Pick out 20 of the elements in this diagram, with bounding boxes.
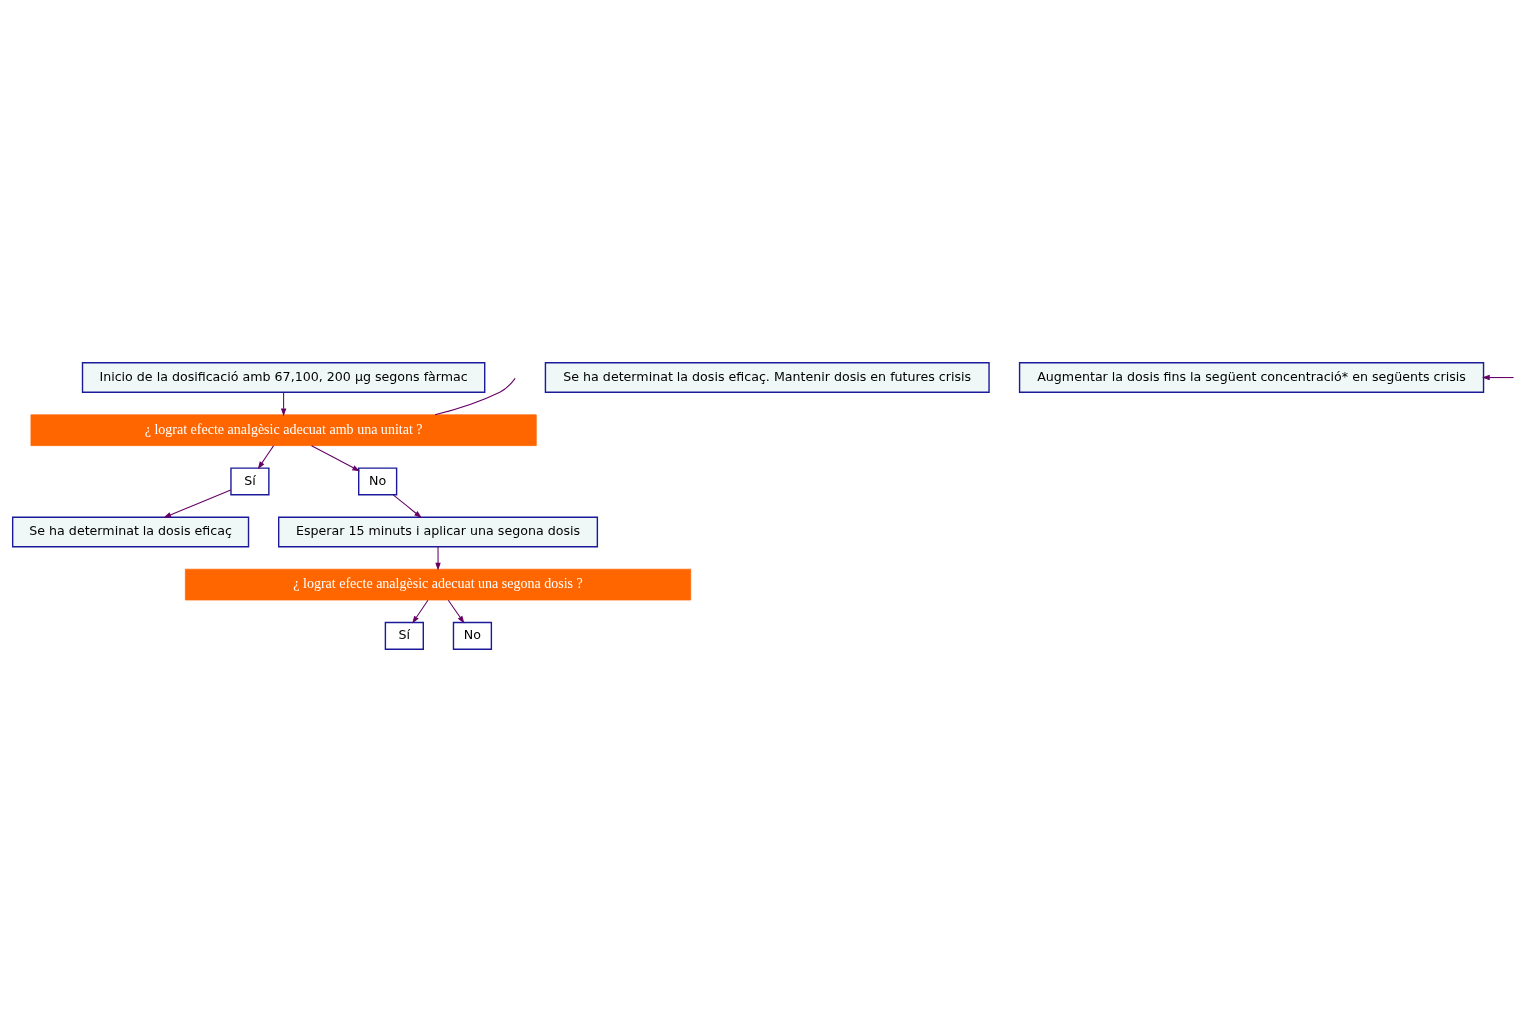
node-box: ¿ lograt efecte analgèsic adecuat amb una unitat ? <box>30 414 537 446</box>
node-box: Se ha determinat la dosis eficaç. Mantenir dosis en futures crisis <box>544 362 990 393</box>
node-box: Esperar 15 minuts i aplicar una segona dosis <box>278 516 599 548</box>
node-box: Augmentar la dosis fins la següent concentració* en següents crisis <box>1018 362 1485 393</box>
arrow <box>311 445 360 472</box>
arrow <box>392 494 422 519</box>
arrow <box>435 546 441 571</box>
node-box: ¿ lograt efecte analgèsic adecuat una segona dosis ? <box>185 568 692 601</box>
arrow <box>447 599 465 624</box>
node-box: No <box>358 467 398 496</box>
node-box: Inicio de la dosificació amb 67,100, 200 µg segons fàrmac <box>81 362 486 393</box>
node-box: Sí <box>230 467 270 496</box>
connector <box>434 377 516 416</box>
node-box: Se ha determinat la dosis eficaç <box>11 516 250 548</box>
arrow <box>163 489 232 518</box>
arrow <box>257 445 275 470</box>
arrow <box>1481 374 1515 381</box>
node-box: Sí <box>384 621 424 650</box>
node-box: No <box>452 621 493 650</box>
arrow <box>412 599 429 624</box>
